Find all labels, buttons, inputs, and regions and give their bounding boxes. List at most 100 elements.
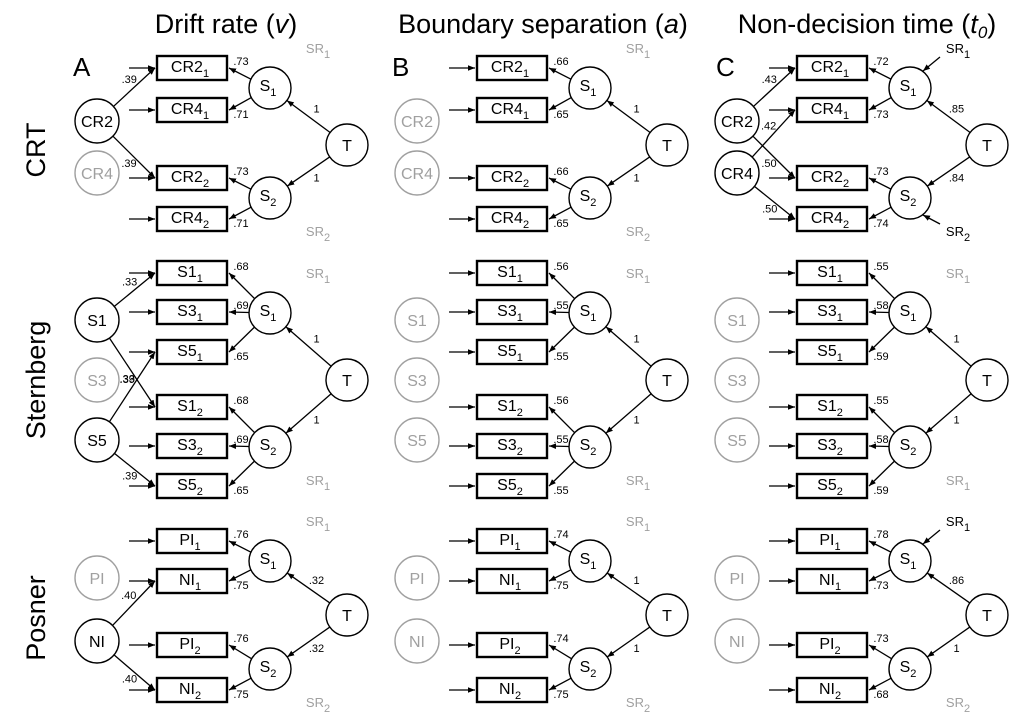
state-loading-path [548,272,576,300]
trait-to-state-path [925,326,972,367]
indicator-box [155,472,229,500]
state-factor-label: S2 [580,437,597,458]
task-factor-node [74,150,120,196]
trait-to-state-path [606,626,651,658]
task-loading-path [751,109,796,158]
indicator-label: S52 [497,477,523,498]
indicator-box [475,298,549,326]
trait-factor-node [325,123,369,167]
state-loading-path [228,460,255,487]
indicator-label: NI2 [499,681,521,702]
state-loading-value: .69 [233,434,248,446]
state-loading-value: .73 [233,166,248,178]
state-loading-path [548,326,575,353]
state-loading-path [548,96,572,111]
indicator-label: CR22 [811,169,849,190]
task-loading-value: .33 [122,277,137,289]
indicator-box [795,393,869,421]
state-loading-path [868,326,895,353]
trait-factor-label: T [982,608,992,625]
task-factor-node [74,417,120,463]
task-loading-value: .39 [122,74,137,86]
trait-loading-value: 1 [633,173,639,185]
task-loading-path [114,452,156,487]
panel-posner-b: TS11S21PI1.74NI1.75PI2.74NI2.75SR1SR2PIN… [394,514,689,715]
state-loading-value: .74 [553,529,568,541]
indicator-box [155,298,229,326]
indicator-box [155,676,229,704]
state-loading-value: .73 [873,580,888,592]
state-loading-value: .59 [873,351,888,363]
indicator-label: CR41 [491,101,529,122]
trait-factor-node [325,358,369,402]
indicator-box [795,527,869,555]
indicator-label: CR22 [491,169,529,190]
state-residual-label: SR1 [626,514,650,534]
state-factor-node [568,647,612,691]
task-loading-value: .39 [121,158,136,170]
task-loading-path [113,654,156,691]
indicator-label: S12 [497,398,523,419]
state-residual-label: SR2 [946,695,970,715]
column-title-non-decision-time: Non-decision time (t0) [738,9,997,42]
state-loading-value: .69 [233,300,248,312]
state-loading-value: .65 [233,485,248,497]
task-factor-label: NI [89,634,105,651]
indicator-box [475,96,549,124]
indicator-box [795,631,869,659]
panel-crt-a: TS11S21CR21.73CR41.71CR22.73CR42.71SR1SR… [74,41,369,244]
state-loading-path [868,677,892,691]
state-factor-node [888,425,932,469]
state-loading-path [548,309,570,315]
task-factor-label: S3 [407,373,427,390]
state-loading-path [548,67,572,80]
state-loading-path [868,272,896,300]
state-loading-value: .73 [873,109,888,121]
panel-letter-b: B [392,52,409,82]
task-factor-label: CR4 [401,166,433,183]
task-factor-node [394,417,440,463]
state-residual-label: SR2 [306,695,330,715]
panel-letter-a: A [73,52,91,82]
indicator-label: S51 [177,343,203,364]
trait-to-state-path [286,156,331,187]
state-residual-label: SR1 [946,473,970,493]
state-loading-path [548,460,575,487]
indicator-label: NI2 [179,681,201,702]
state-loading-path [868,540,892,553]
trait-factor-node [645,358,689,402]
state-factor-node [248,425,292,469]
state-loading-value: .55 [553,485,568,497]
indicator-label: CR21 [171,59,209,80]
task-factor-node [74,618,120,664]
trait-loading-value: 1 [313,104,319,116]
task-factor-node [74,297,120,343]
state-loading-value: .72 [873,56,888,68]
state-factor-label: S1 [900,78,917,99]
task-factor-node [394,297,440,343]
trait-loading-value: 1 [313,173,319,185]
indicator-box [795,432,869,460]
task-factor-node [714,297,760,343]
trait-factor-label: T [342,138,352,155]
state-factor-node [888,539,932,583]
trait-to-state-path [285,326,332,367]
state-residual-label: SR2 [946,224,970,244]
indicator-box [795,54,869,82]
state-loading-path [548,406,576,434]
state-residual-label: SR1 [306,473,330,493]
indicator-box [795,205,869,233]
state-loading-path [228,406,256,434]
trait-loading-value: 1 [633,334,639,346]
trait-loading-value: 1 [313,415,319,427]
state-factor-node [888,291,932,335]
state-factor-node [248,647,292,691]
state-loading-value: .68 [873,689,888,701]
state-loading-value: .56 [553,395,568,407]
indicator-label: NI2 [819,681,841,702]
trait-loading-value: .32 [309,643,324,655]
task-factor-label: CR2 [401,114,433,131]
state-loading-path [228,272,256,300]
indicator-label: S32 [177,437,203,458]
state-loading-value: .76 [233,529,248,541]
